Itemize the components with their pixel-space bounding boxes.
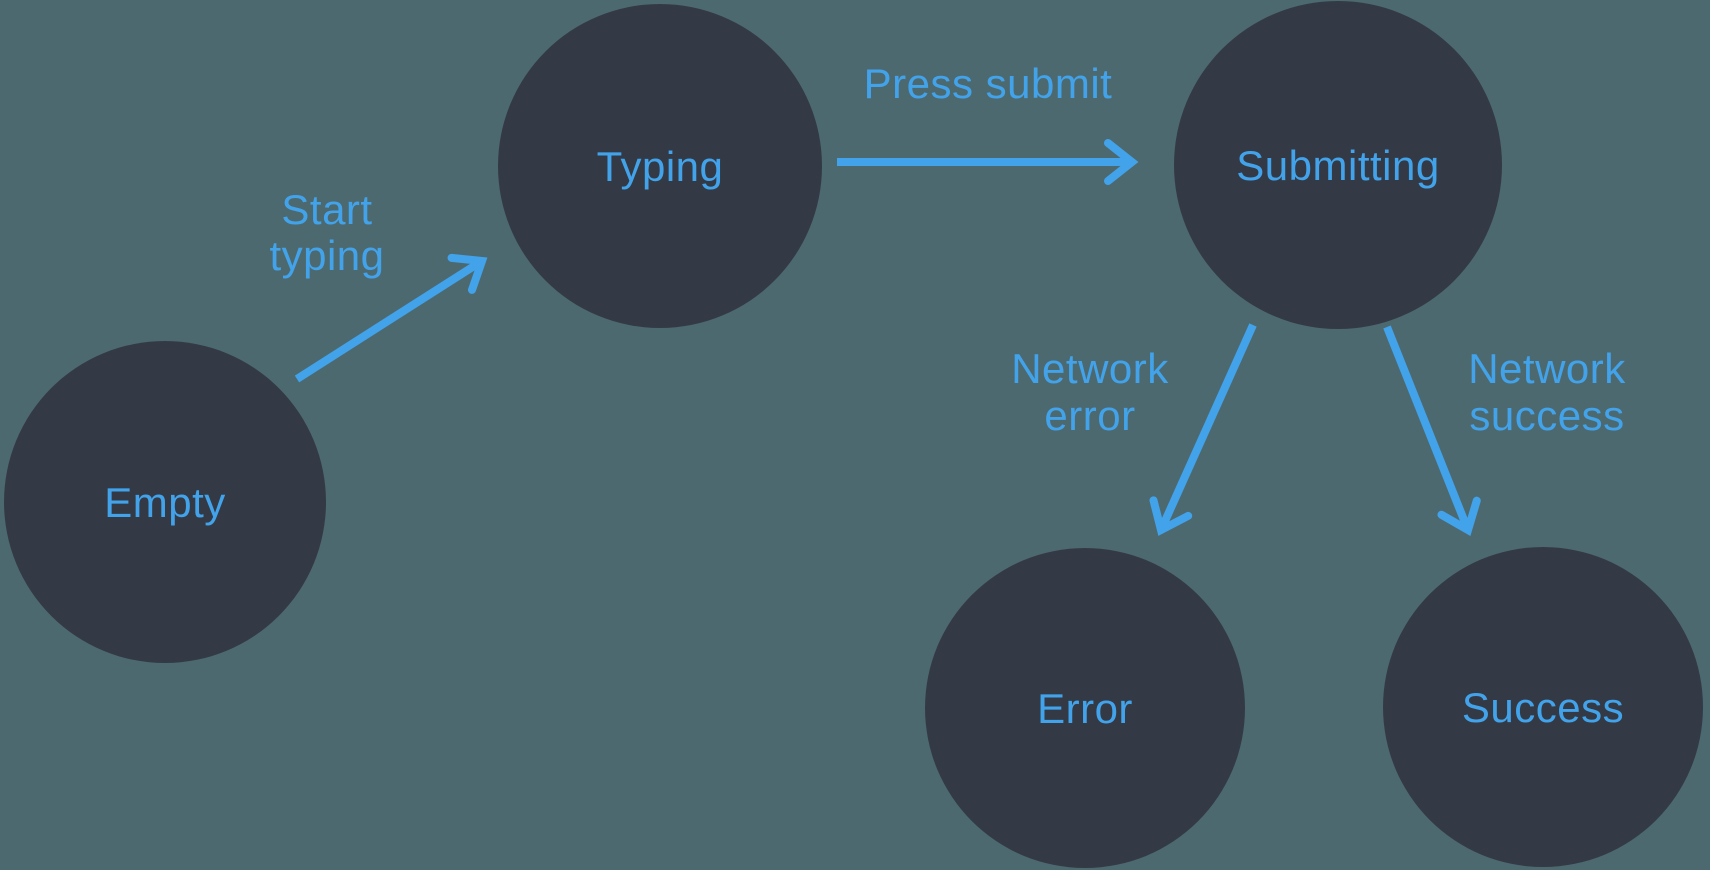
transition-label-network-error-line1: Network — [1011, 345, 1169, 392]
transition-label-start-typing-line2: typing — [269, 232, 384, 279]
state-node-error — [925, 548, 1245, 868]
transition-label-network-error-line2: error — [1044, 392, 1135, 439]
transition-label-network-success-line2: success — [1469, 392, 1624, 439]
state-node-submitting — [1174, 1, 1502, 329]
state-node-empty — [4, 341, 326, 663]
state-label-submitting: Submitting — [1236, 142, 1439, 189]
state-label-empty: Empty — [104, 479, 226, 526]
state-label-typing: Typing — [597, 143, 724, 190]
transition-label-network-success-line1: Network — [1468, 345, 1626, 392]
state-node-typing — [498, 4, 822, 328]
transition-arrow-submitting-to-error — [1149, 323, 1257, 536]
transition-arrow-submitting-to-success — [1383, 325, 1481, 536]
state-node-success — [1383, 547, 1703, 867]
state-label-success: Success — [1462, 684, 1624, 731]
transition-arrow-empty-to-typing — [294, 253, 488, 383]
state-label-error: Error — [1037, 685, 1133, 732]
transition-label-start-typing-line1: Start — [281, 186, 372, 233]
transition-label-press-submit: Press submit — [864, 60, 1113, 107]
